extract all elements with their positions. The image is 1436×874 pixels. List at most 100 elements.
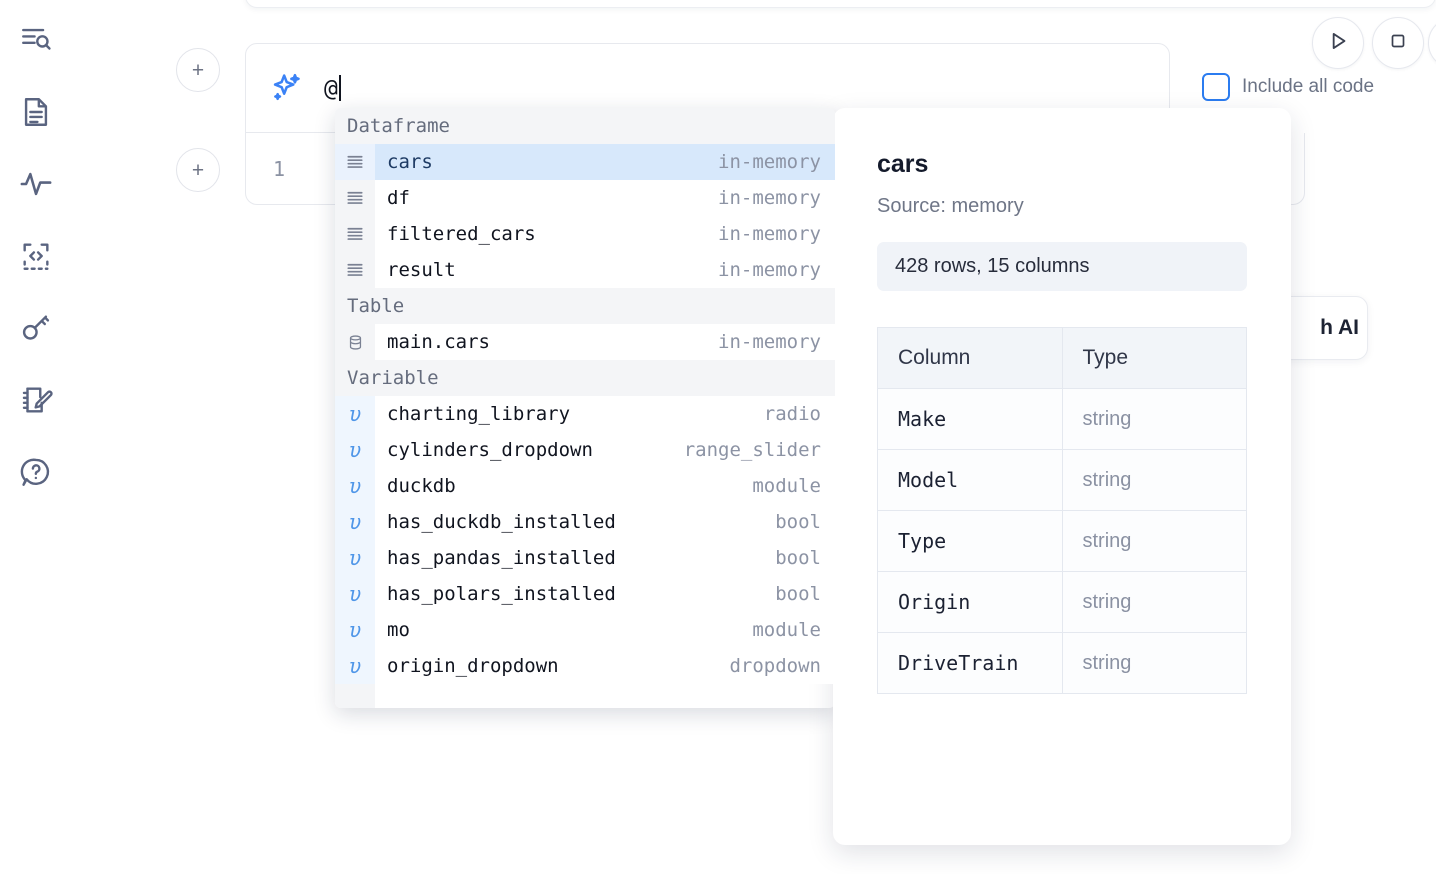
play-icon (1325, 28, 1351, 59)
autocomplete-item-type: in-memory (718, 331, 821, 353)
add-cell-button-top[interactable]: + (176, 48, 220, 92)
autocomplete-item-name: df (387, 187, 410, 209)
doc-shape-badge: 428 rows, 15 columns (877, 242, 1247, 291)
variable-icon: υ (335, 612, 375, 648)
column-type-cell: string (1061, 449, 1247, 511)
activity-icon (19, 167, 53, 201)
autocomplete-item-type: bool (775, 511, 821, 533)
autocomplete-item[interactable]: filtered_cars in-memory (335, 216, 835, 252)
autocomplete-item-type: range_slider (683, 439, 821, 461)
column-type-cell: string (1061, 571, 1247, 633)
code-snippet-icon (19, 239, 53, 273)
variable-icon: υ (335, 576, 375, 612)
dataframe-icon (335, 216, 375, 252)
key-icon (19, 311, 53, 345)
database-icon (335, 324, 375, 360)
sidebar-item-key[interactable] (14, 306, 58, 350)
column-name-cell: Origin (877, 571, 1063, 633)
sidebar-item-code-snippet[interactable] (14, 234, 58, 278)
autocomplete-item-name: filtered_cars (387, 223, 536, 245)
include-all-code-checkbox[interactable] (1202, 73, 1230, 101)
overflow-button[interactable] (1428, 17, 1436, 69)
stop-button[interactable] (1372, 17, 1424, 69)
previous-cell-outline (245, 0, 1436, 8)
autocomplete-item-name: has_polars_installed (387, 583, 616, 605)
column-name-cell: DriveTrain (877, 632, 1063, 694)
stop-square-icon (1386, 29, 1410, 58)
table-header-cell: Column (877, 327, 1063, 389)
autocomplete-item-type: dropdown (729, 655, 821, 677)
include-all-code-label: Include all code (1242, 76, 1375, 97)
autocomplete-item-name: charting_library (387, 403, 571, 425)
autocomplete-item-type: in-memory (718, 259, 821, 281)
autocomplete-group-header: Table (335, 288, 835, 324)
run-button[interactable] (1312, 17, 1364, 69)
autocomplete-group-header: Variable (335, 360, 835, 396)
dataframe-icon (335, 180, 375, 216)
autocomplete-item[interactable]: υ has_duckdb_installed bool (335, 504, 835, 540)
autocomplete-item[interactable]: cars in-memory (335, 144, 835, 180)
column-type-cell: string (1061, 632, 1247, 694)
ai-prompt-input[interactable]: @ (324, 74, 341, 102)
autocomplete-item-name: origin_dropdown (387, 655, 559, 677)
autocomplete-item-type: radio (763, 403, 821, 425)
dataframe-icon (335, 252, 375, 288)
autocomplete-item-name: duckdb (387, 475, 456, 497)
autocomplete-item[interactable]: df in-memory (335, 180, 835, 216)
autocomplete-item-name: mo (387, 619, 410, 641)
variable-icon: υ (335, 504, 375, 540)
autocomplete-item-type: module (752, 475, 821, 497)
column-name-cell: Model (877, 449, 1063, 511)
scratchpad-icon (19, 383, 53, 417)
sparkle-icon (270, 71, 304, 105)
document-icon (19, 95, 53, 129)
autocomplete-item-name: has_duckdb_installed (387, 511, 616, 533)
line-number: 1 (273, 156, 286, 181)
doc-title: cars (877, 150, 929, 178)
autocomplete-item-type: in-memory (718, 187, 821, 209)
run-toolbar (1312, 17, 1436, 69)
autocomplete-item-type: in-memory (718, 151, 821, 173)
autocomplete-item-type: in-memory (718, 223, 821, 245)
variable-icon: υ (335, 540, 375, 576)
autocomplete-item[interactable]: υ has_polars_installed bool (335, 576, 835, 612)
column-type-cell: string (1061, 388, 1247, 450)
autocomplete-item-name: cars (387, 151, 433, 173)
sidebar-item-help[interactable] (14, 450, 58, 494)
sidebar-item-outline-search[interactable] (14, 18, 58, 62)
sidebar-item-activity[interactable] (14, 162, 58, 206)
column-name-cell: Type (877, 510, 1063, 572)
include-all-code-row[interactable]: Include all code (1202, 73, 1374, 101)
outline-search-icon (19, 23, 53, 57)
ai-prompt-value: @ (324, 75, 338, 102)
column-name-cell: Make (877, 388, 1063, 450)
documentation-panel: cars Source: memory 428 rows, 15 columns… (833, 108, 1291, 845)
table-header-cell: Type (1061, 327, 1247, 389)
autocomplete-item-name: result (387, 259, 456, 281)
text-caret (338, 74, 341, 101)
sidebar-item-document[interactable] (14, 90, 58, 134)
add-cell-button-bottom[interactable]: + (176, 148, 220, 192)
column-type-cell: string (1061, 510, 1247, 572)
sidebar-rail (0, 0, 72, 874)
sidebar-item-scratchpad[interactable] (14, 378, 58, 422)
autocomplete-item[interactable]: result in-memory (335, 252, 835, 288)
autocomplete-item-type: bool (775, 583, 821, 605)
autocomplete-item-type: module (752, 619, 821, 641)
variable-icon: υ (335, 432, 375, 468)
help-chat-icon (19, 455, 53, 489)
